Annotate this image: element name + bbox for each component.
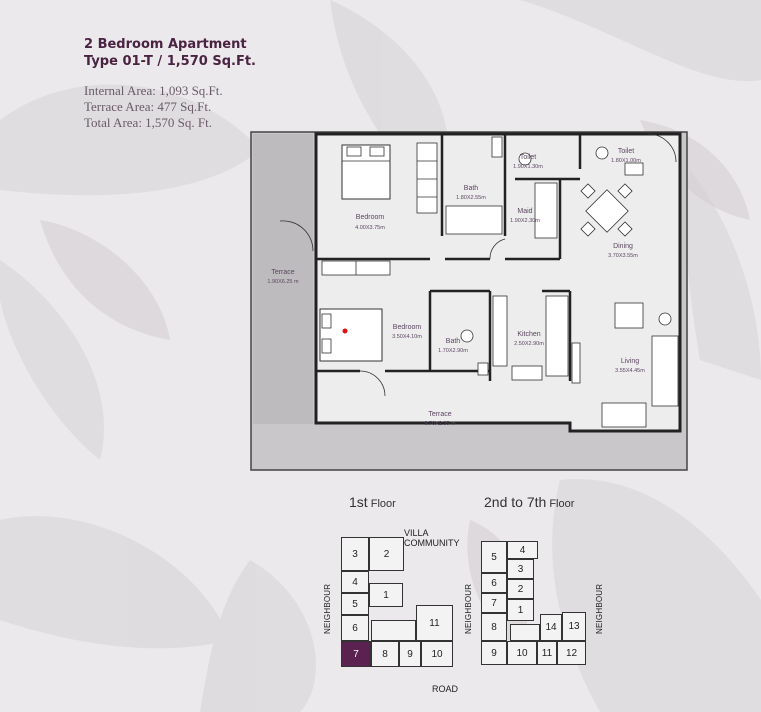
location-marker-icon [342, 328, 348, 334]
unit-cell: 6 [341, 615, 369, 641]
maid-bed-icon [534, 182, 558, 239]
wardrobe-icon [416, 142, 438, 214]
terrace-area: Terrace Area: 477 Sq.Ft. [84, 99, 212, 114]
toilet2-label: Toilet [618, 148, 634, 155]
bath1-sink-icon [491, 136, 503, 158]
unit-cell: 11 [537, 641, 557, 665]
unit-corridor [371, 620, 416, 641]
sofa-icon [651, 335, 679, 407]
entry-door-swing [647, 133, 677, 163]
unit-cell: 11 [416, 605, 453, 641]
living-dim: 3.55X4.45m [615, 368, 645, 374]
unit-cell: 2 [369, 537, 404, 571]
apartment-type-subheading: Type 01-T / 1,570 Sq.Ft. [84, 54, 256, 69]
unit-cell: 8 [481, 613, 507, 641]
unit-cell: 6 [481, 573, 507, 593]
fridge-icon [545, 295, 569, 377]
apartment-type-heading: 2 Bedroom Apartment [84, 37, 247, 52]
toilet2-icon [595, 146, 609, 160]
terrace-front-dim: 9.70X2.35 m [424, 421, 456, 427]
unit-cell: 9 [481, 641, 507, 665]
terrace-side-dim: 1.90X6.25 m [267, 279, 299, 285]
first-floor-title: 1st Floor [349, 494, 396, 512]
unit-cell: 5 [481, 541, 507, 573]
unit-cell-current: 7 [341, 641, 371, 667]
unit-cell: 12 [557, 641, 586, 665]
toilet1-label: Toilet [520, 154, 536, 161]
unit-cell: 1 [369, 583, 403, 607]
terrace-side-label: Terrace [271, 269, 294, 276]
kitchen-sink-icon [511, 365, 543, 381]
tv-unit-icon [571, 342, 581, 384]
upper-floor-title-main: 2nd to 7th [484, 494, 547, 510]
door-swing [489, 238, 506, 260]
door-swing-3 [279, 220, 314, 252]
internal-area: Internal Area: 1,093 Sq.Ft. [84, 83, 223, 98]
area-summary: Internal Area: 1,093 Sq.Ft. Terrace Area… [84, 83, 223, 131]
dining-dim: 3.70X3.55m [608, 253, 638, 259]
total-area: Total Area: 1,570 Sq. Ft. [84, 115, 213, 130]
neighbour-label-middle: NEIGHBOUR [464, 583, 473, 634]
toilet3-icon [460, 329, 474, 343]
armchair-icon [614, 302, 644, 329]
bedroom2-dim: 3.50X4.10m [392, 334, 422, 340]
toilet1-icon [518, 152, 532, 166]
living-label: Living [621, 358, 639, 365]
first-floor-title-main: 1st [349, 494, 368, 510]
dining-label: Dining [613, 243, 633, 250]
bedroom1-label: Bedroom [356, 214, 385, 221]
floor-plan: Bedroom 4.00X3.75m Bath 1.80X2.55m Toile… [250, 131, 688, 471]
door-swing-2 [359, 370, 386, 397]
villa-community-label: VILLA COMMUNITY [404, 528, 460, 548]
bath2-label: Bath [446, 338, 461, 345]
unit-cell: 8 [371, 641, 399, 667]
terrace-front-label: Terrace [428, 411, 451, 418]
unit-cell: 3 [341, 537, 369, 571]
toilet2-sink-icon [624, 162, 644, 176]
wardrobe-2-icon [321, 260, 391, 276]
bed-icon [341, 144, 391, 200]
kitchen-label: Kitchen [517, 331, 540, 338]
bedroom1-dim: 4.00X3.75m [355, 225, 385, 231]
unit-cell: 9 [399, 641, 421, 667]
kitchen-dim: 2.50X2.90m [514, 341, 544, 347]
toilet1-dim: 1.90X1.30m [513, 164, 543, 170]
maid-label: Maid [517, 208, 532, 215]
bath2-dim: 1.70X2.90m [438, 348, 468, 354]
road-label: ROAD [432, 684, 459, 694]
bath1-dim: 1.80X2.55m [456, 195, 486, 201]
unit-cell: 4 [507, 541, 538, 559]
bed-2-icon [319, 308, 383, 362]
apartment-title: 2 Bedroom Apartment Type 01-T / 1,570 Sq… [84, 36, 256, 70]
unit-cell: 7 [481, 593, 507, 613]
unit-cell: 4 [341, 571, 369, 593]
neighbour-label-left: NEIGHBOUR [323, 583, 332, 634]
kitchen-counter-icon [492, 295, 508, 367]
unit-corridor [510, 624, 540, 641]
unit-cell: 10 [421, 641, 453, 667]
unit-cell: 5 [341, 593, 369, 615]
sofa-2-icon [601, 402, 647, 428]
upper-floor-title: 2nd to 7th Floor [484, 494, 574, 512]
first-floor-title-suffix: Floor [367, 498, 396, 510]
unit-cell: 3 [507, 559, 534, 579]
bath2-shower-icon [477, 362, 489, 376]
upper-floor-title-suffix: Floor [546, 498, 575, 510]
toilet2-dim: 1.80X1.00m [611, 158, 641, 164]
side-table-icon [658, 312, 672, 326]
unit-cell: 10 [507, 641, 537, 665]
terrace-side-area [253, 134, 313, 424]
bath1-label: Bath [464, 185, 479, 192]
unit-cell: 2 [507, 579, 534, 599]
unit-cell: 14 [540, 614, 562, 641]
bedroom2-label: Bedroom [393, 324, 422, 331]
maid-dim: 1.90X2.30m [510, 218, 540, 224]
dining-table-icon [580, 183, 633, 237]
bathtub-icon [445, 205, 503, 235]
neighbour-label-right: NEIGHBOUR [595, 583, 604, 634]
unit-cell: 13 [562, 612, 586, 641]
unit-cell: 1 [507, 599, 534, 621]
